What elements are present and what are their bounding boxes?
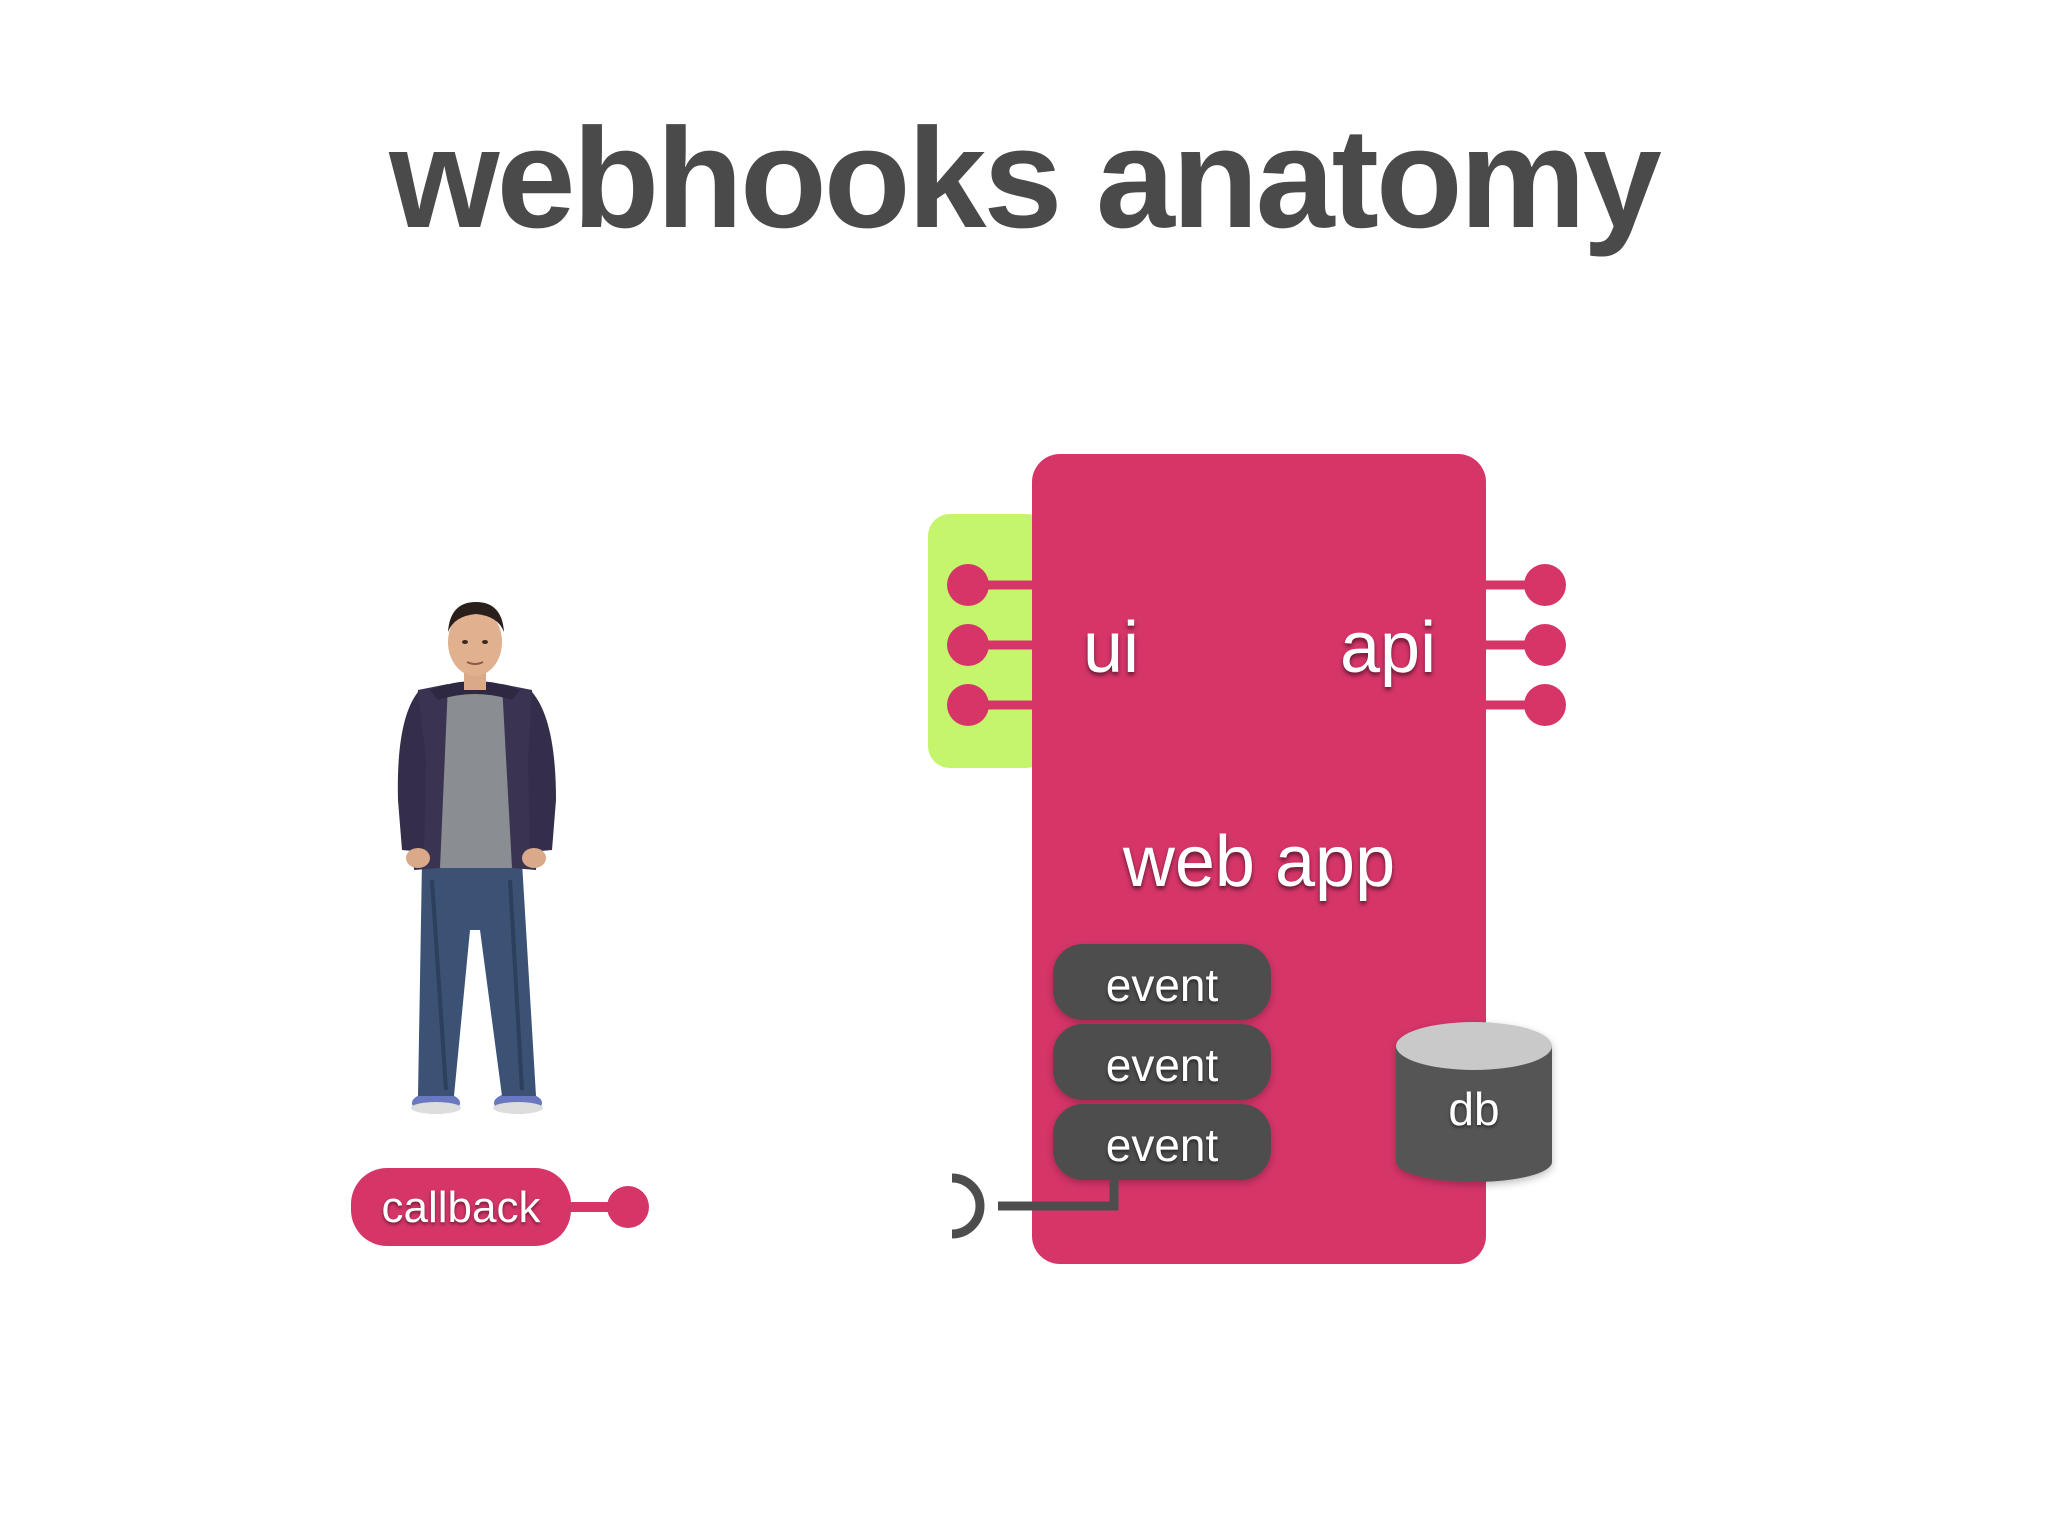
event-label: event bbox=[1105, 1119, 1219, 1171]
ui-connectors bbox=[947, 564, 1032, 726]
event-queue bbox=[1053, 944, 1271, 1180]
slide-title: webhooks anatomy bbox=[389, 99, 1662, 258]
callback-endpoint bbox=[351, 1168, 649, 1246]
event-block bbox=[1053, 1104, 1271, 1180]
ui-label: ui bbox=[1083, 608, 1140, 688]
event-block bbox=[1053, 944, 1271, 1020]
event-label: event bbox=[1105, 959, 1219, 1011]
event-block bbox=[1053, 1024, 1271, 1100]
db-label: db bbox=[1448, 1083, 1500, 1135]
database-icon bbox=[1396, 1022, 1552, 1182]
api-label: api bbox=[1340, 608, 1437, 688]
api-connectors bbox=[1486, 564, 1566, 726]
callback-label: callback bbox=[381, 1183, 541, 1232]
standing-person-icon bbox=[397, 602, 556, 1114]
web-app-label: web app bbox=[1122, 822, 1396, 902]
event-label: event bbox=[1105, 1039, 1219, 1091]
outgoing-hook-connector bbox=[951, 1173, 1119, 1239]
